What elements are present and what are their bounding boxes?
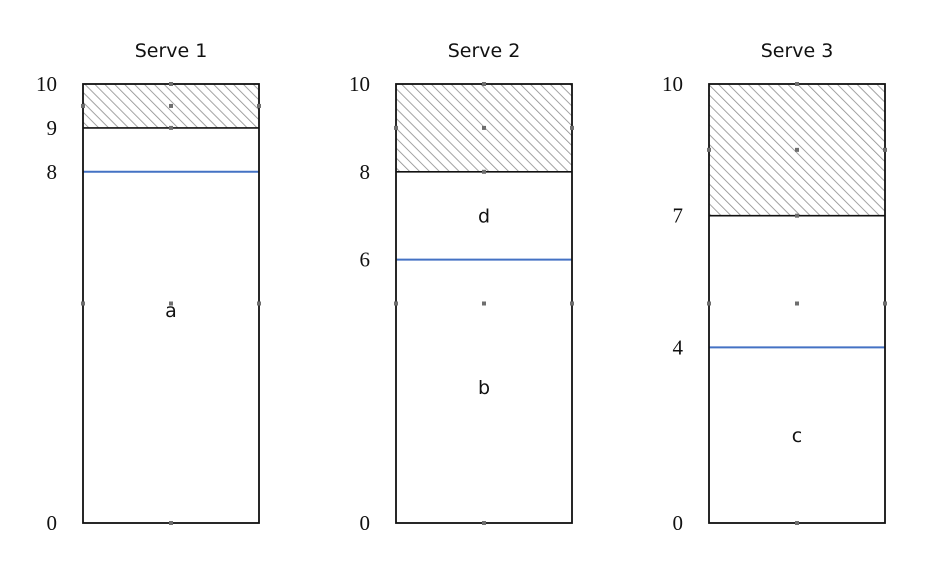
selection-handle [795,213,799,218]
selection-handle [394,125,398,130]
selection-handle [257,103,261,108]
tick-label: 10 [36,72,57,96]
serve-panel-3: Serve 3 10 7 4 0 c [662,40,887,535]
selection-handle [883,301,887,306]
selection-handle [795,521,799,525]
selection-handle [169,103,173,108]
selection-handle [169,125,173,130]
tick-label: 10 [662,72,683,96]
selection-handle [169,301,173,306]
region-label: c [792,425,802,447]
serve-panel-2: Serve 2 10 8 6 0 d b [349,40,574,535]
region-label: a [165,300,177,322]
selection-handle [81,301,85,306]
tick-label: 4 [673,335,684,359]
region-label: d [478,206,490,228]
selection-handle [570,125,574,130]
selection-handle [570,301,574,306]
tick-label: 8 [47,160,58,184]
selection-handle [707,147,711,152]
tick-label: 9 [47,116,58,140]
selection-handle [795,147,799,152]
selection-handle [482,521,486,525]
selection-handle [795,82,799,86]
region-label: b [478,377,490,399]
tick-label: 8 [360,160,371,184]
selection-handle [883,147,887,152]
panel-title: Serve 3 [761,40,834,62]
selection-handle [394,301,398,306]
panels-layer: Serve 1 10 9 8 0 a Serve 2 10 8 6 0 d b Serve 3 10 7 4 0 c [36,40,887,535]
selection-handle [482,125,486,130]
panel-title: Serve 2 [448,40,521,62]
selection-handle [169,82,173,86]
selection-handle [482,82,486,86]
tick-label: 0 [673,511,684,535]
selection-handle [482,169,486,174]
tick-label: 10 [349,72,370,96]
tick-label: 0 [360,511,371,535]
selection-handle [482,301,486,306]
selection-handle [707,301,711,306]
selection-handle [169,521,173,525]
selection-handle [795,301,799,306]
tick-label: 6 [360,248,371,272]
tick-label: 7 [673,204,684,228]
selection-handle [81,103,85,108]
tick-label: 0 [47,511,58,535]
serve-panel-1: Serve 1 10 9 8 0 a [36,40,261,535]
selection-handle [257,301,261,306]
panel-title: Serve 1 [135,40,208,62]
